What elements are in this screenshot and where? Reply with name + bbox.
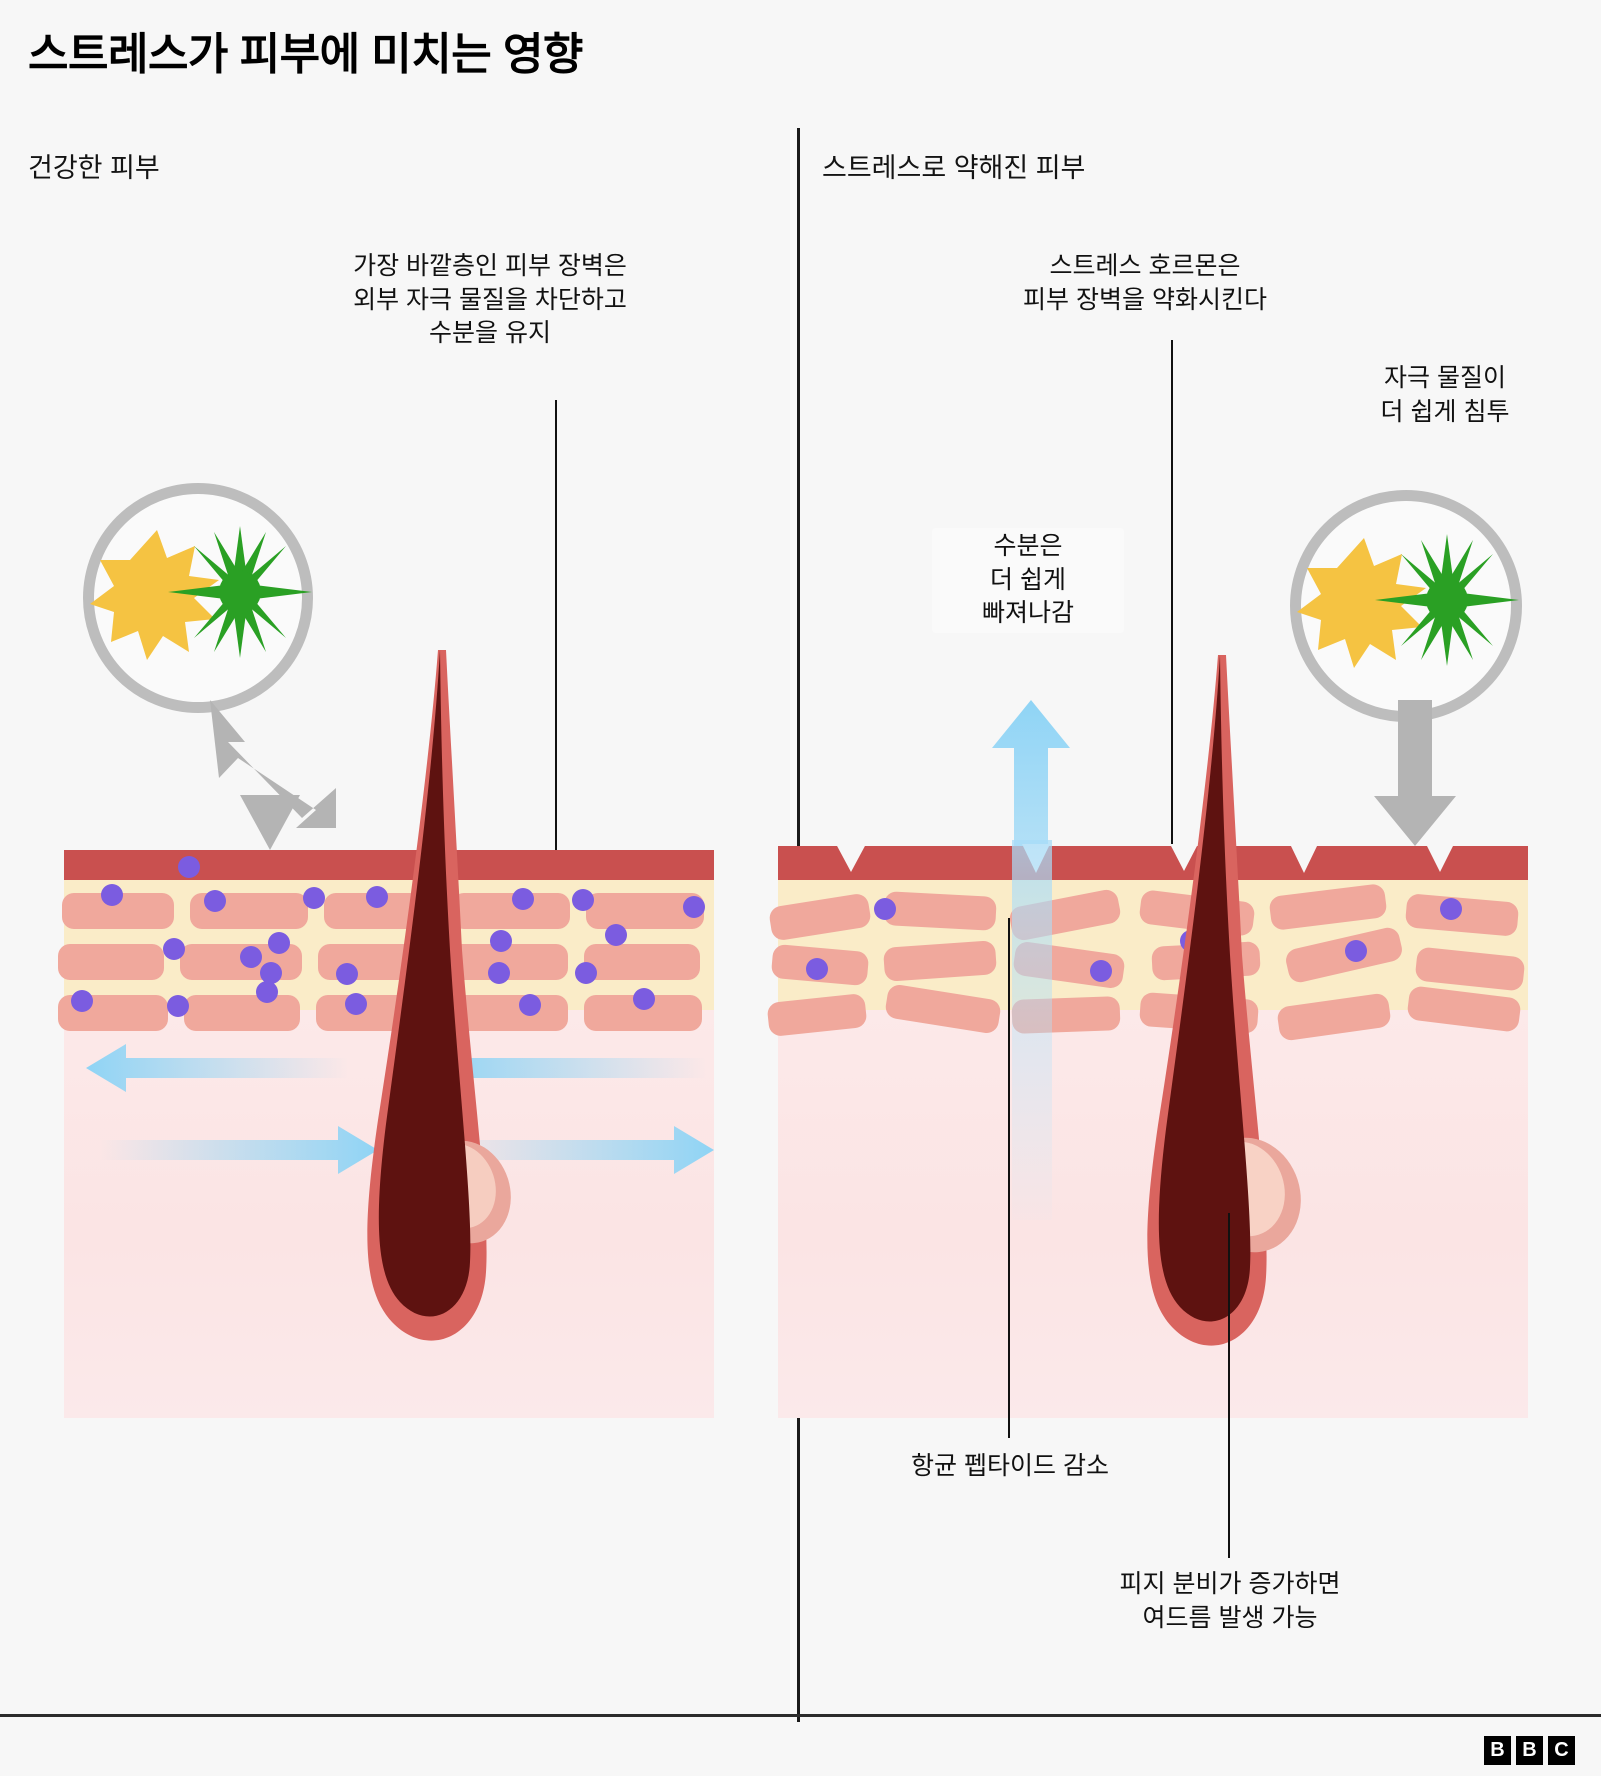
lipid-dot <box>256 981 278 1003</box>
lipid-dot <box>204 890 226 912</box>
moisture-arrow-right-2 <box>438 1126 714 1174</box>
lipid-dot <box>1090 960 1112 982</box>
lipid-dot <box>163 938 185 960</box>
moisture-arrow-right-1 <box>100 1126 378 1174</box>
annotation-irritant-penetration: 자극 물질이 더 쉽게 침투 <box>1380 364 1510 426</box>
lipid-dot <box>260 962 282 984</box>
left-column-label: 건강한 피부 <box>28 153 160 183</box>
lipid-dot <box>683 896 705 918</box>
annotation-antimicrobial-peptide: 항균 펩타이드 감소 <box>911 1452 1109 1480</box>
healthy-skin-diagram: 가장 바깥층인 피부 장벽은 외부 자극 물질을 차단하고 수분을 유지 <box>0 0 797 1714</box>
blocked-irritant-arrow-icon <box>210 700 336 850</box>
lipid-dot <box>512 888 534 910</box>
page-title: 스트레스가 피부에 미치는 영향 <box>28 30 583 79</box>
lipid-dot <box>572 889 594 911</box>
lipid-dot <box>605 924 627 946</box>
moisture-retained-arrows-icon <box>86 1044 714 1174</box>
corneocyte-brick <box>452 995 568 1031</box>
moisture-arrow-left-1 <box>86 1044 348 1092</box>
corneocyte-brick <box>452 893 570 929</box>
lipid-dot <box>519 994 541 1016</box>
footer-divider <box>0 1714 1601 1717</box>
lipid-dot <box>1440 898 1462 920</box>
annotation-stress-hormone: 스트레스 호르몬은 피부 장벽을 약화시킨다 <box>1023 252 1267 314</box>
right-column-label: 스트레스로 약해진 피부 <box>822 153 1086 183</box>
irritant-green-star-icon <box>168 526 312 658</box>
lipid-dot <box>101 884 123 906</box>
moisture-arrow-left-2 <box>430 1044 706 1092</box>
lipid-dot <box>268 932 290 954</box>
lipid-dot <box>167 995 189 1017</box>
irritant-yellow-star-icon <box>90 530 219 660</box>
lipid-dot <box>71 990 93 1012</box>
lipid-dot <box>366 886 388 908</box>
corneocyte-brick <box>883 891 997 931</box>
irritant-stars-stressed <box>1297 534 1519 668</box>
corneocyte-brick <box>184 995 300 1031</box>
irritant-green-star-icon <box>1375 534 1519 666</box>
stressed-hair-follicle <box>1147 655 1301 1346</box>
annotation-water-loss: 수분은 더 쉽게 빠져나감 <box>932 528 1124 633</box>
bbc-logo-letter-3: C <box>1548 1736 1575 1765</box>
hair-shaft <box>1158 655 1251 1322</box>
bbc-logo-letter-1: B <box>1484 1736 1511 1765</box>
healthy-skin-barrier <box>64 850 714 880</box>
leader-line-sebum <box>1228 1213 1230 1558</box>
lipid-dot <box>240 946 262 968</box>
leader-line-peptide <box>1008 918 1010 1438</box>
leader-line-stress-hormone <box>1171 340 1173 852</box>
lipid-dot <box>336 963 358 985</box>
lipid-dot <box>633 988 655 1010</box>
stressed-skin-diagram: 스트레스 호르몬은 피부 장벽을 약화시킨다 자극 물질이 더 쉽게 침투 <box>766 0 1601 1714</box>
lipid-dot <box>806 958 828 980</box>
annotation-barrier-function: 가장 바깥층인 피부 장벽은 외부 자극 물질을 차단하고 수분을 유지 <box>353 252 627 347</box>
annotation-sebum-acne: 피지 분비가 증가하면 여드름 발생 가능 <box>1119 1570 1341 1632</box>
irritant-penetrating-arrow-icon <box>1374 700 1456 846</box>
irritant-yellow-star-icon <box>1297 538 1426 668</box>
leader-line-barrier <box>555 400 557 855</box>
corneocyte-brick <box>58 944 164 980</box>
lipid-dot <box>490 930 512 952</box>
lipid-dot <box>874 898 896 920</box>
bbc-logo-letter-2: B <box>1516 1736 1543 1765</box>
corneocyte-brick <box>584 944 700 980</box>
lipid-dot <box>345 993 367 1015</box>
lipid-dot <box>1345 940 1367 962</box>
lipid-dot <box>178 856 200 878</box>
healthy-hair-follicle <box>367 650 511 1341</box>
lipid-dot <box>575 962 597 984</box>
lipid-dot <box>488 962 510 984</box>
hair-shaft <box>378 650 471 1317</box>
lipid-dot <box>303 887 325 909</box>
irritant-stars-healthy <box>90 526 312 660</box>
bbc-logo: B B C <box>1484 1736 1575 1765</box>
